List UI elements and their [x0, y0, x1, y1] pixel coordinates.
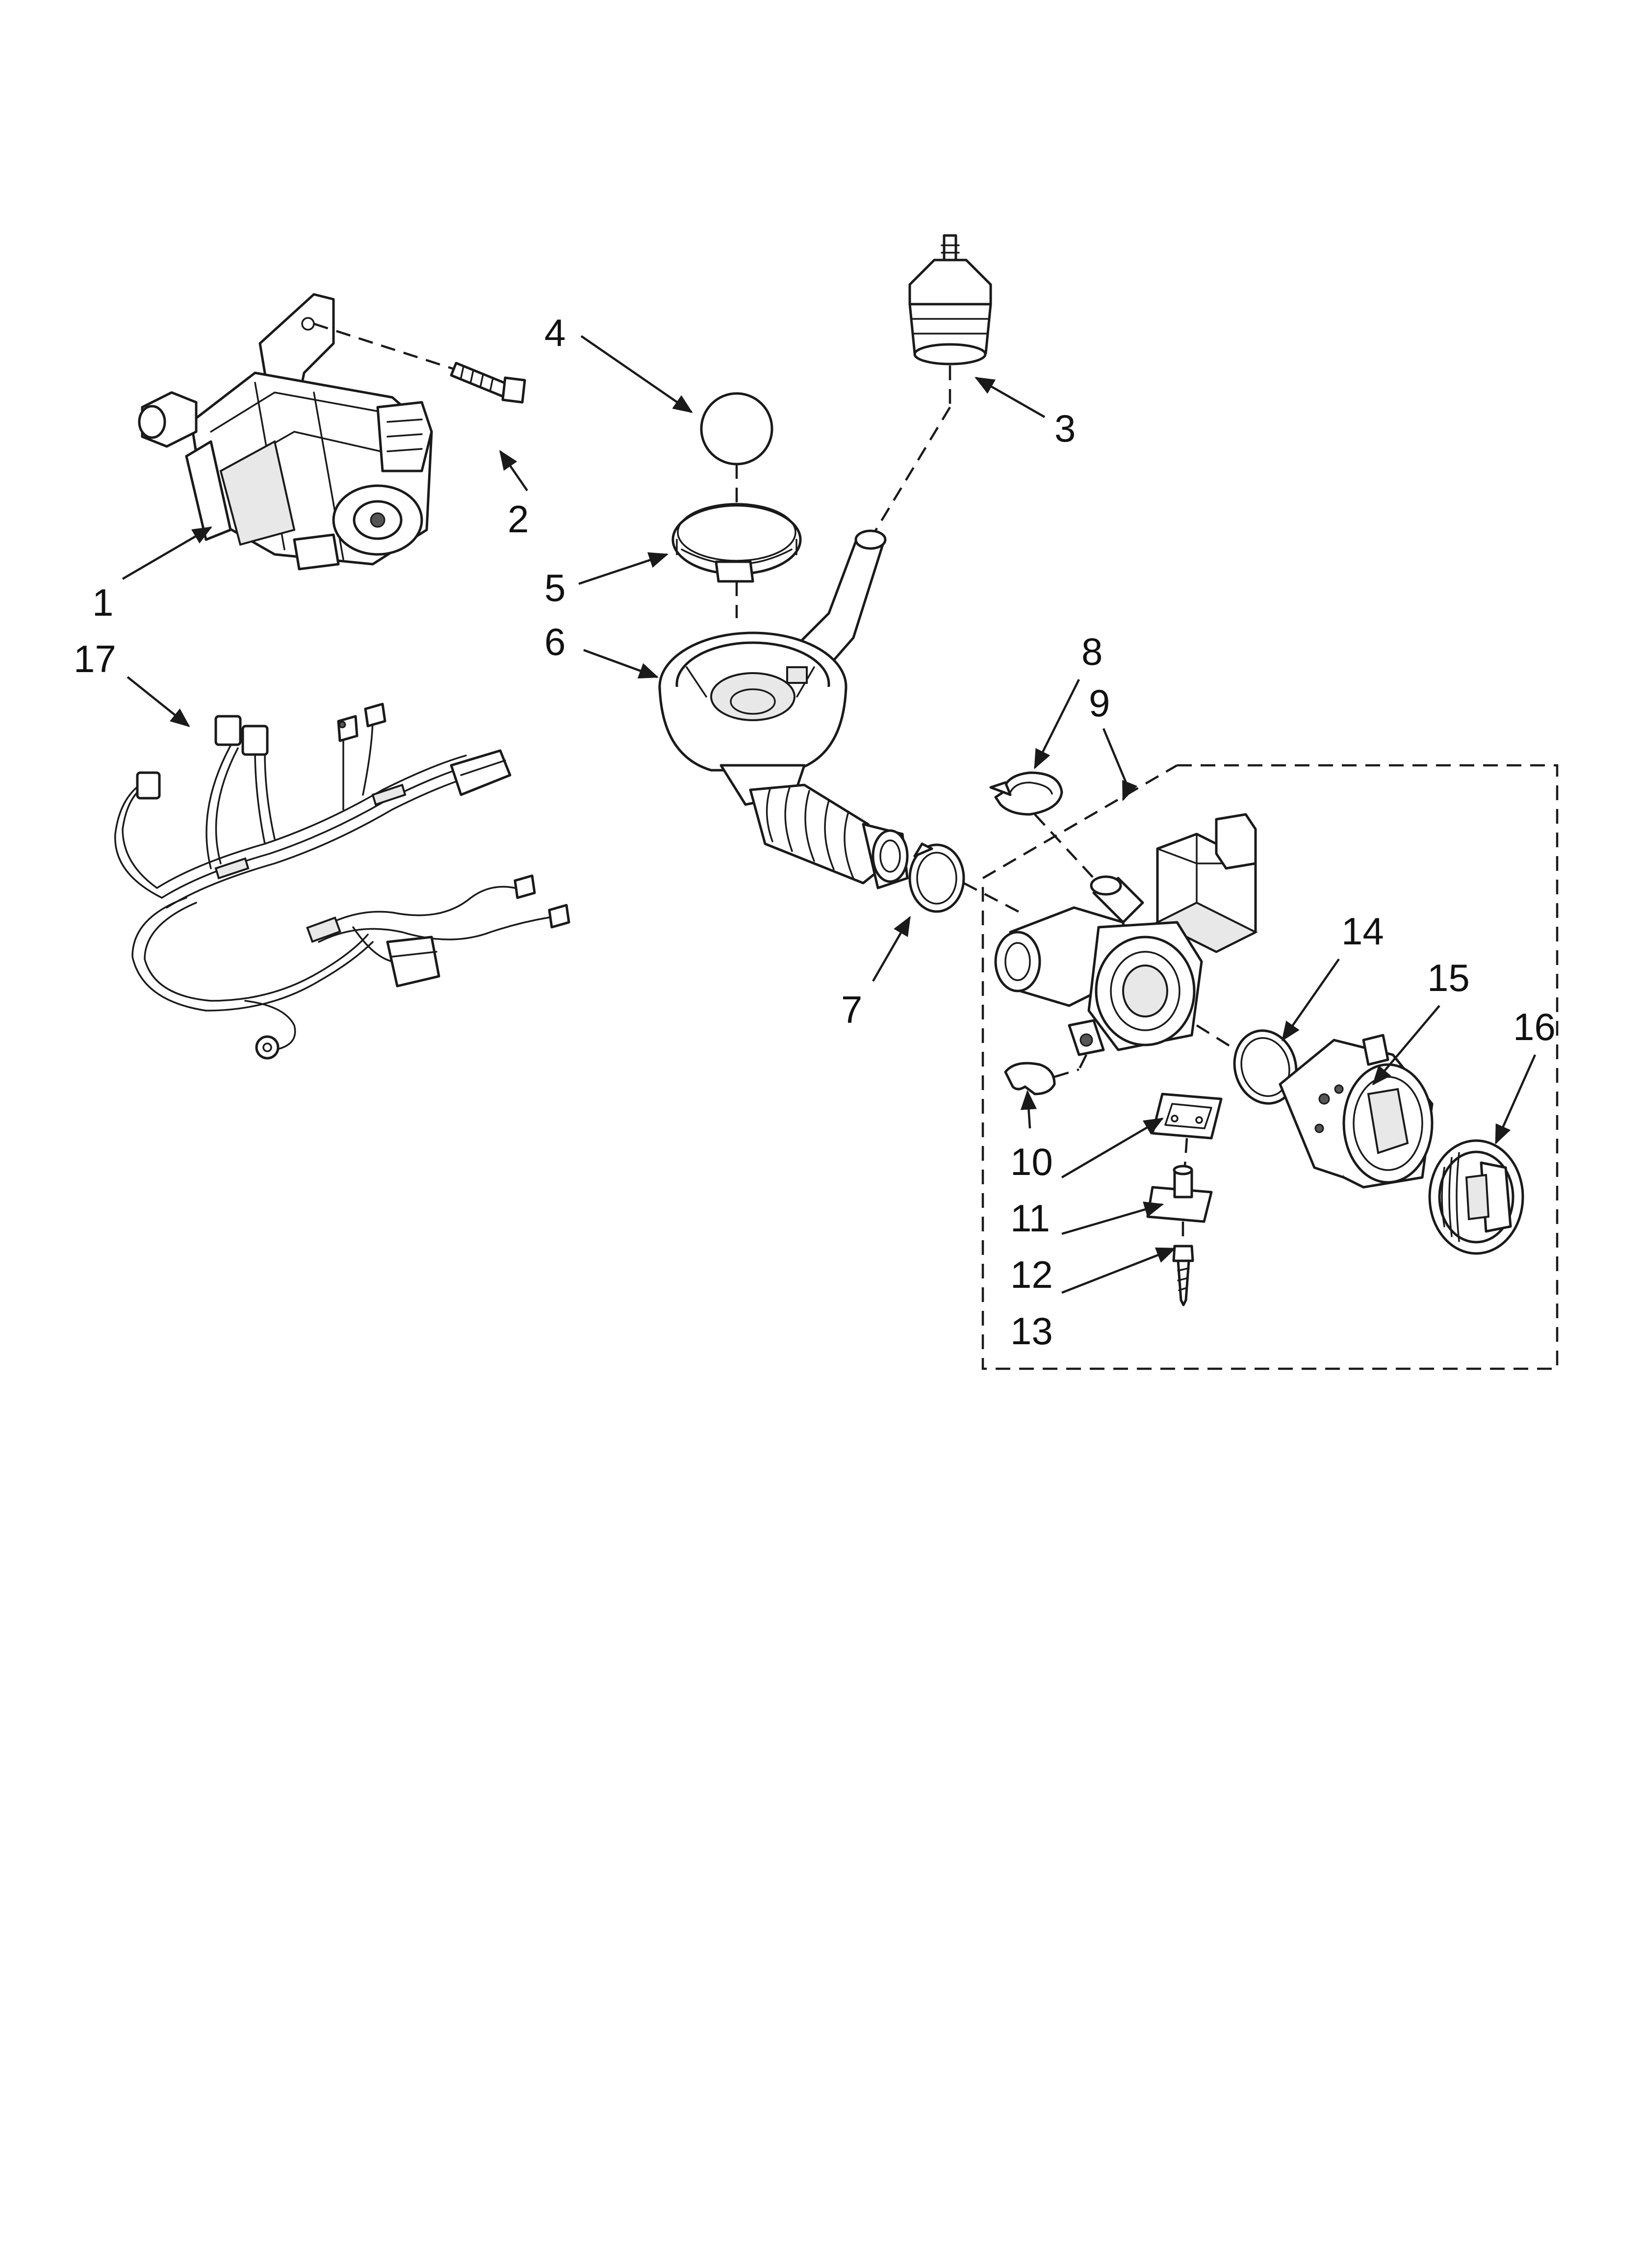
part-drain-pump: [994, 813, 1258, 1070]
callout-3: 3: [1054, 407, 1076, 450]
part-wire-harness: [114, 703, 570, 1060]
part-retaining-clip: [1004, 1062, 1079, 1095]
callout-4: 4: [544, 311, 565, 354]
callout-13: 13: [1010, 1309, 1053, 1353]
part-hose-clamp: [908, 842, 1021, 913]
part-gasket-plate: [1151, 1093, 1223, 1173]
callout-10: 10: [1010, 1140, 1053, 1183]
part-screw-small: [1172, 1245, 1194, 1306]
callout-11: 11: [1010, 1197, 1050, 1240]
callout-2: 2: [508, 497, 529, 541]
callout-16: 16: [1513, 1005, 1556, 1048]
callout-8: 8: [1081, 630, 1103, 673]
assembly-boundary: [981, 764, 1559, 1370]
callout-17: 17: [74, 637, 116, 680]
callout-5: 5: [544, 566, 565, 609]
part-air-dome: [872, 234, 992, 536]
callout-6: 6: [544, 620, 565, 663]
callout-12: 12: [1010, 1253, 1053, 1296]
part-filter-cap: [1428, 1139, 1524, 1255]
callout-9: 9: [1089, 681, 1110, 725]
part-ball: [700, 392, 773, 505]
part-sump-hose: [658, 529, 909, 889]
callout-7: 7: [841, 988, 862, 1031]
part-screw: [313, 322, 526, 404]
part-filter-housing: [1279, 1034, 1434, 1189]
callout-15: 15: [1427, 956, 1470, 999]
part-clamp: [671, 503, 802, 618]
leader-lines: [122, 335, 1537, 1294]
callout-14: 14: [1341, 910, 1384, 953]
part-clip: [989, 771, 1095, 879]
part-motor: [138, 293, 433, 571]
callout-1: 1: [92, 581, 113, 624]
callout-labels: 1 2 3 4 5 6 7 8 9 10 11 12 13 14 15 16 1…: [74, 311, 1556, 1353]
